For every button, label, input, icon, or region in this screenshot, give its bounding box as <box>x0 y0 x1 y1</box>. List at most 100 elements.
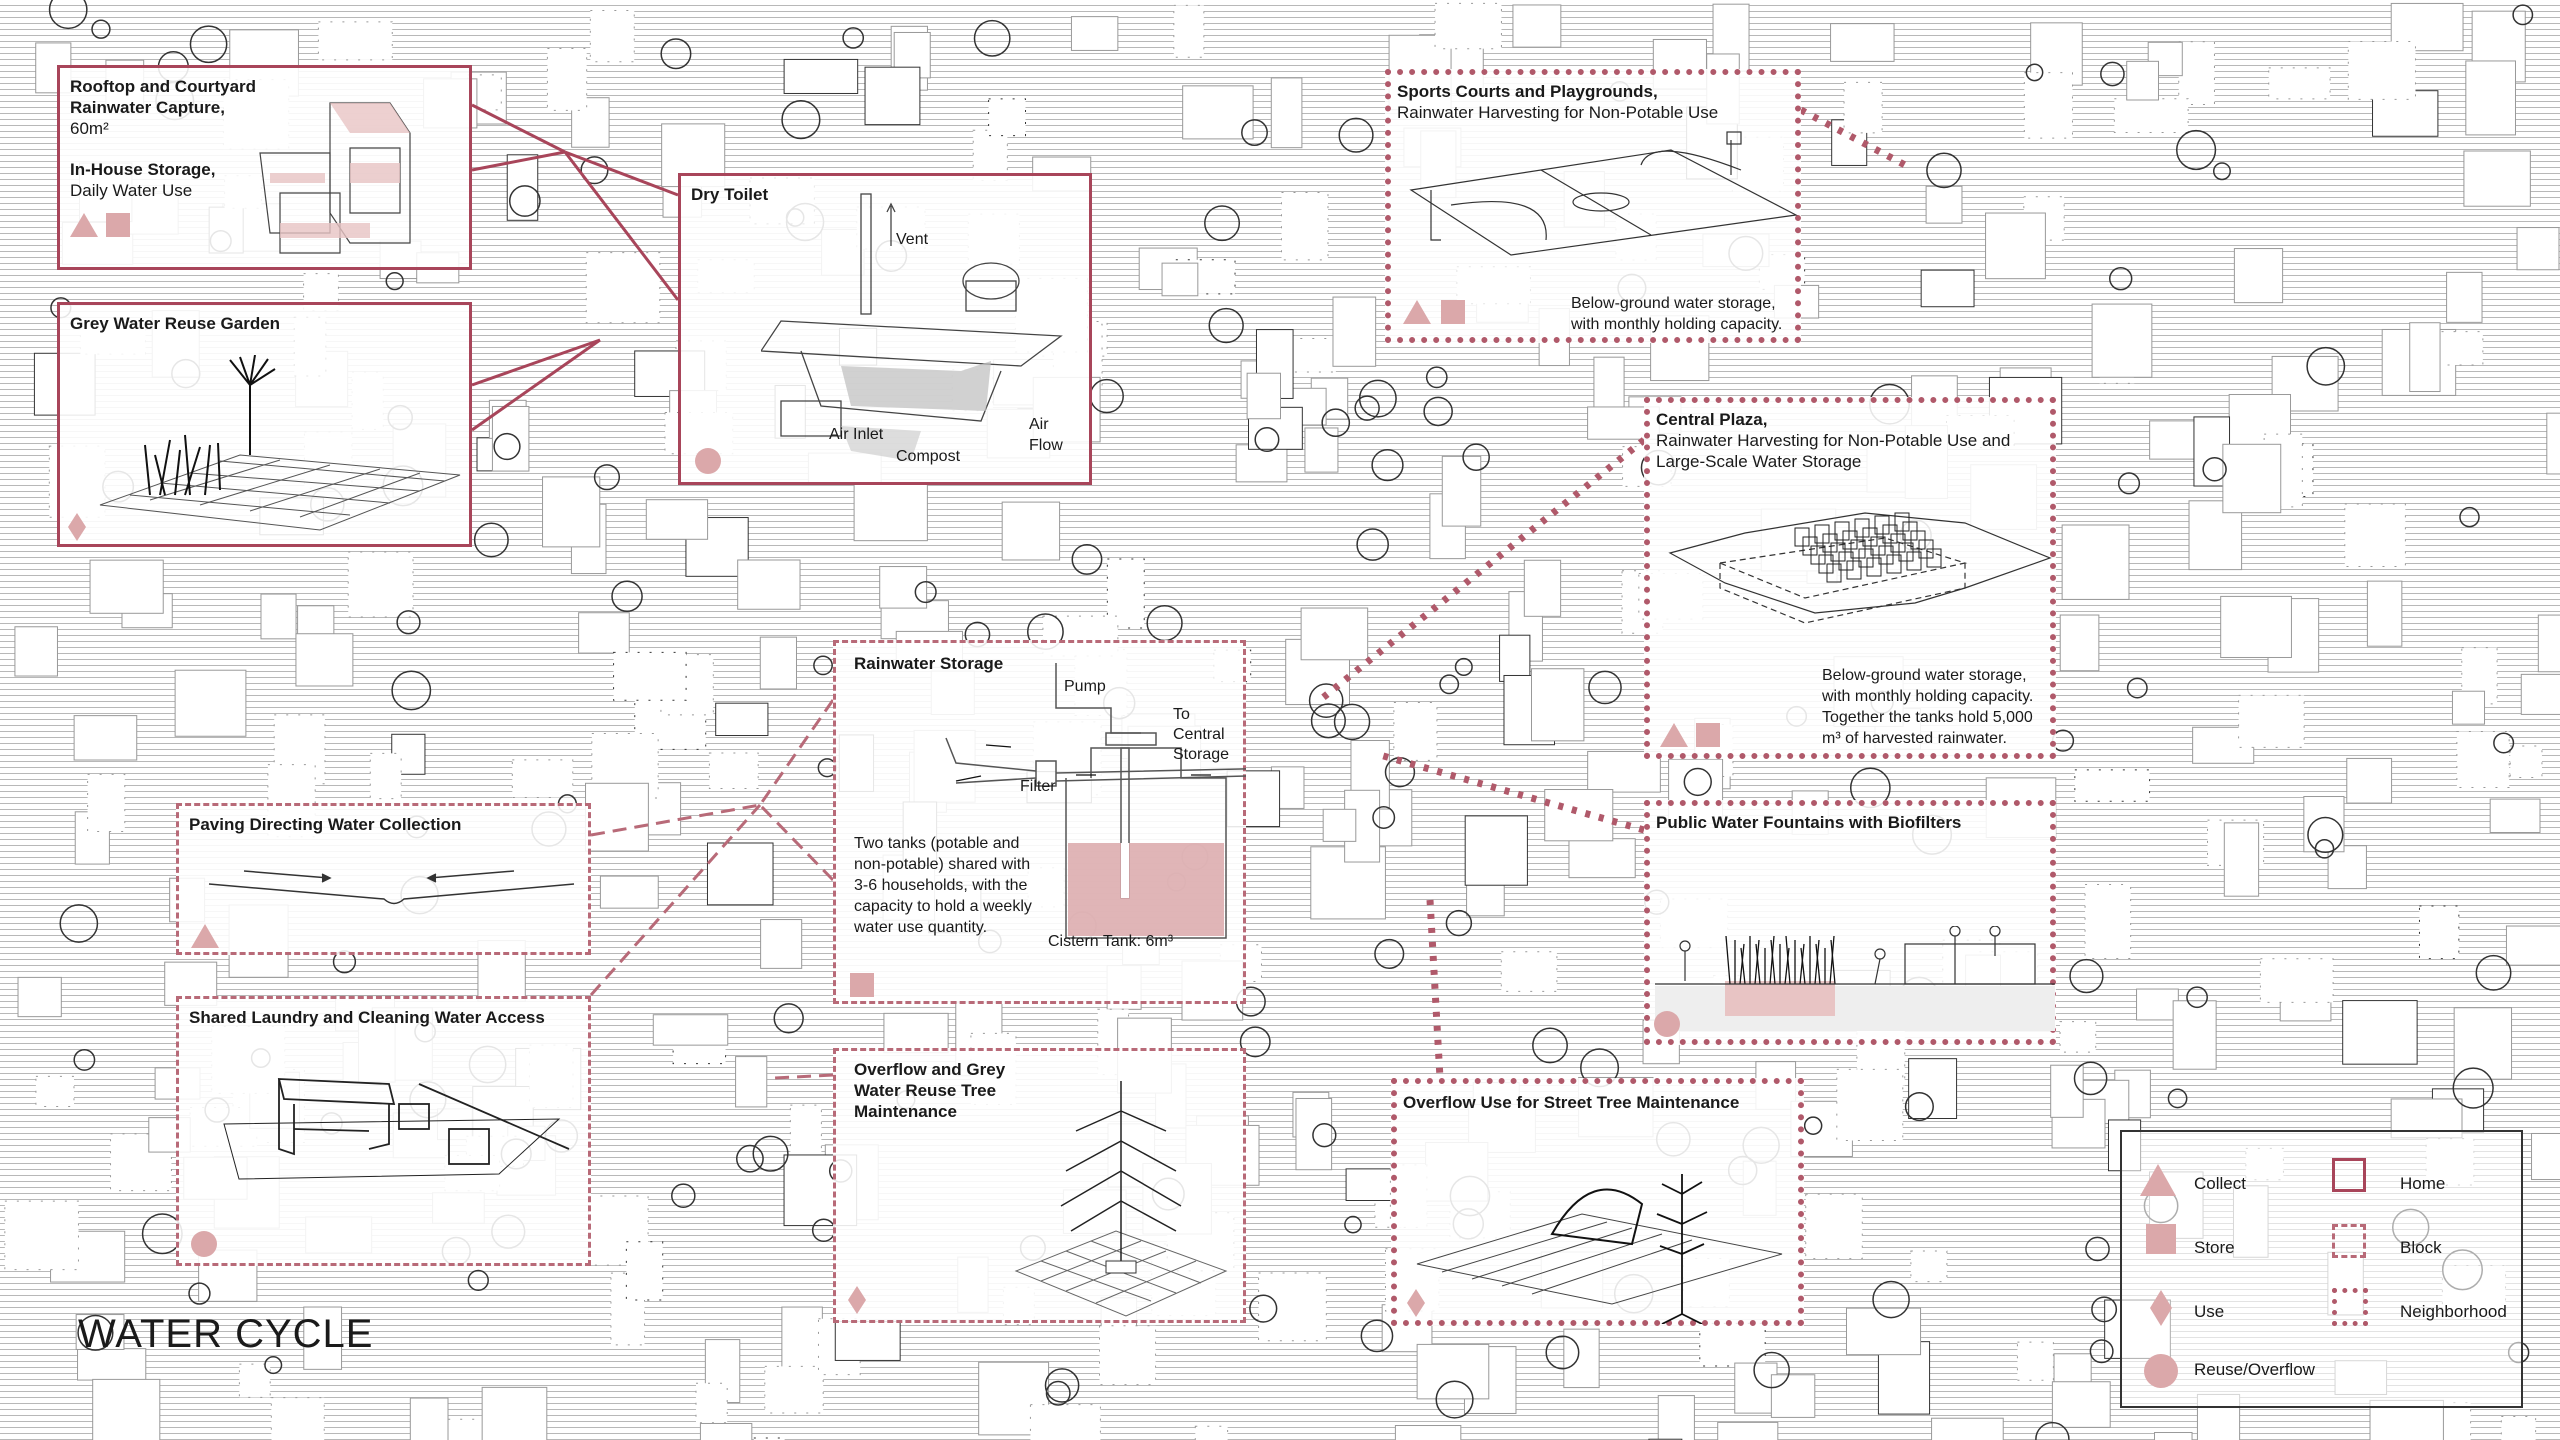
page-title: WATER CYCLE <box>78 1312 374 1356</box>
building-footprint <box>1531 668 1585 742</box>
tree-icon <box>2085 1236 2110 1262</box>
building-footprint <box>2050 1064 2084 1118</box>
building-footprint <box>1441 455 1482 527</box>
building-footprint <box>864 66 921 126</box>
building-footprint <box>737 559 801 610</box>
garden-illustration <box>99 355 461 531</box>
tree-icon <box>973 19 1011 57</box>
building-footprint <box>2154 1432 2193 1440</box>
tree-icon <box>580 156 609 185</box>
tank-module <box>1846 560 1862 580</box>
building-footprint <box>585 782 649 852</box>
biofilter-plant <box>1769 935 1775 985</box>
tree-icon <box>2459 506 2480 528</box>
tree-icon <box>1872 1280 1910 1319</box>
biofilter-plant <box>1740 947 1746 985</box>
building-footprint <box>369 752 402 800</box>
store-icon <box>1696 723 1720 747</box>
building-footprint <box>1836 1068 1904 1142</box>
building-footprint <box>1925 185 1963 224</box>
building-footprint <box>764 1365 824 1414</box>
building-footprint <box>1770 1374 1816 1418</box>
building-footprint <box>1512 4 1562 48</box>
tree-icon <box>48 0 88 30</box>
tree-icon <box>188 1282 211 1305</box>
building-footprint <box>1416 1343 1490 1400</box>
building-footprint <box>2113 98 2189 134</box>
building-footprint <box>1099 1325 1157 1386</box>
basketball-court-illustration <box>1409 131 1798 256</box>
building-footprint <box>2489 798 2541 834</box>
tree-icon <box>2306 346 2346 386</box>
air-flow-label: Air Flow <box>1029 416 1063 454</box>
building-footprint <box>715 702 769 737</box>
legend-use: Use <box>2194 1302 2225 1321</box>
building-footprint <box>511 759 574 798</box>
tree-icon <box>1358 379 1397 418</box>
panel-sports-courts: Sports Courts and Playgrounds, Rainwater… <box>1385 69 1801 343</box>
building-footprint <box>1434 2 1502 50</box>
tree-icon <box>1249 1294 1278 1323</box>
biofilter-plant <box>1784 947 1790 985</box>
building-footprint <box>2223 822 2260 897</box>
biofilter-plant <box>1770 939 1776 985</box>
building-footprint <box>1270 77 1303 149</box>
building-footprint <box>1910 1250 1948 1283</box>
building-footprint <box>1985 212 2046 280</box>
dry-toilet-illustration <box>761 193 1063 461</box>
building-footprint <box>2520 673 2560 715</box>
tree-icon <box>1310 703 1346 739</box>
building-footprint <box>1029 1404 1101 1440</box>
building-footprint <box>73 715 138 761</box>
building-footprint <box>1280 192 1329 261</box>
to-central-storage-label: To Central Storage <box>1173 706 1230 763</box>
storage-title: In-House Storage, <box>70 160 216 179</box>
building-footprint <box>2059 614 2100 672</box>
building-footprint <box>2500 1415 2537 1440</box>
tree-icon <box>2126 677 2148 699</box>
panel-title: Paving Directing Water Collection <box>189 815 462 834</box>
building-footprint <box>2220 595 2292 658</box>
tree-icon <box>473 522 509 558</box>
tank-module <box>1866 557 1882 577</box>
building-footprint <box>1544 789 1614 842</box>
building-footprint <box>4 1200 79 1271</box>
home-boundary-icon <box>2332 1158 2366 1192</box>
tree-icon <box>1356 528 1389 561</box>
tree-icon <box>2186 986 2208 1009</box>
cistern-illustration <box>945 663 1246 939</box>
tree-icon <box>2109 266 2133 291</box>
reuse-icon <box>1654 1011 1680 1037</box>
reuse-icon <box>2144 1354 2178 1388</box>
building-footprint <box>2347 41 2416 100</box>
building-footprint <box>1161 262 1199 297</box>
tree-icon <box>391 670 432 711</box>
legend-collect: Collect <box>2194 1174 2246 1193</box>
building-footprint <box>1173 4 1205 58</box>
building-footprint <box>613 651 687 701</box>
building-footprint <box>2346 757 2393 804</box>
building-footprint <box>1001 501 1061 561</box>
tree-icon <box>2035 1421 2070 1440</box>
building-footprint <box>1394 1425 1462 1440</box>
tree-icon <box>1588 670 1622 705</box>
collect-icon <box>70 213 98 237</box>
building-footprint <box>1920 269 1975 308</box>
cistern-label: Cistern Tank: 6m³ <box>1048 933 1174 950</box>
building-footprint <box>295 633 354 687</box>
reuse-icon <box>191 1231 217 1257</box>
pump-label: Pump <box>1064 678 1106 695</box>
panel-title: Rooftop and Courtyard <box>70 77 257 96</box>
biofilter-plant <box>1799 943 1805 985</box>
catchment-area: 60m² <box>70 119 109 138</box>
building-footprint <box>1464 815 1528 886</box>
rainwater-description: Two tanks (potable and non-potable) shar… <box>854 835 1032 936</box>
building-footprint <box>2342 1000 2418 1065</box>
building-footprint <box>599 875 659 909</box>
building-footprint <box>35 1075 75 1107</box>
building-footprint <box>783 58 859 94</box>
building-footprint <box>1717 1421 1779 1440</box>
panel-central-plaza: Central Plaza, Rainwater Harvesting for … <box>1644 397 2056 759</box>
building-footprint <box>2061 524 2130 600</box>
building-footprint <box>1300 607 1369 661</box>
